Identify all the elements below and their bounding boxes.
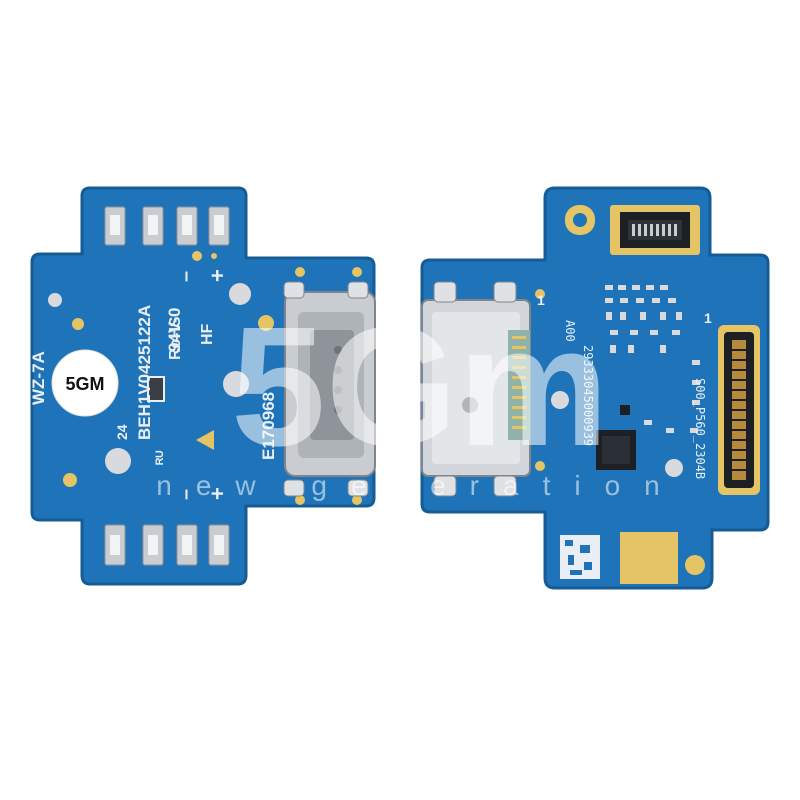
- left-pcb-board: 5GM WZ-7A 24 BEH1V0425122A 94V-0 RoHS HF…: [29, 186, 376, 586]
- silk-pin-one-right: 1: [704, 310, 712, 326]
- watermark-tagline: new generation: [156, 470, 683, 501]
- via-left-2: [535, 461, 545, 471]
- watermark-logo: 5Gm: [231, 292, 609, 482]
- b2b-connector-right: [718, 325, 760, 495]
- left-bottom-pads: [104, 524, 230, 566]
- via-left: [535, 289, 545, 299]
- silk-minus-bottom: –: [175, 489, 197, 500]
- silk-pin-one-top: 1: [537, 292, 545, 308]
- right-pcb-board: 1 1 A00 29333045000939 S00_P560_2304B: [420, 186, 770, 590]
- left-test-points: [48, 251, 362, 505]
- smd-capacitor: [147, 376, 165, 402]
- ic-chip: [596, 430, 636, 470]
- left-top-pads: [104, 206, 230, 246]
- ul-mark-icon: ᴿᵁ: [154, 451, 171, 465]
- b2b-connector-top: [610, 205, 700, 255]
- silk-code-c: 29333045000939: [581, 345, 595, 446]
- silk-hf: HF: [199, 323, 216, 345]
- silk-code-b: S00_P560_2304B: [693, 378, 707, 479]
- usb-c-connector-left: [283, 281, 376, 497]
- badge-label: 5GM: [65, 374, 104, 394]
- badge-circle: [51, 349, 119, 417]
- silk-plus-bottom: +: [205, 487, 230, 500]
- silk-model: WZ-7A: [29, 351, 48, 405]
- silk-rating: 94V-0: [165, 308, 184, 352]
- silk-date-code: 24: [114, 424, 130, 440]
- silk-minus-top: –: [175, 271, 197, 282]
- via-mid: [551, 391, 569, 409]
- warning-triangle-icon: [196, 430, 214, 450]
- gold-pad-bottom: [685, 555, 705, 575]
- silk-serial: BEH1V0425122A: [135, 305, 154, 440]
- gold-pad-large: [620, 532, 678, 584]
- usb-c-connector-right: [421, 281, 531, 497]
- datamatrix-code: [560, 535, 600, 579]
- smd-components: [605, 285, 700, 433]
- silk-plus-top: +: [205, 269, 230, 282]
- watermark: 5Gm new generation: [156, 292, 683, 501]
- silk-rohs: RoHS: [167, 316, 184, 360]
- silk-code-a: A00: [563, 320, 577, 342]
- test-point-bottom-right: [665, 459, 683, 477]
- silk-cert: E170968: [259, 392, 278, 460]
